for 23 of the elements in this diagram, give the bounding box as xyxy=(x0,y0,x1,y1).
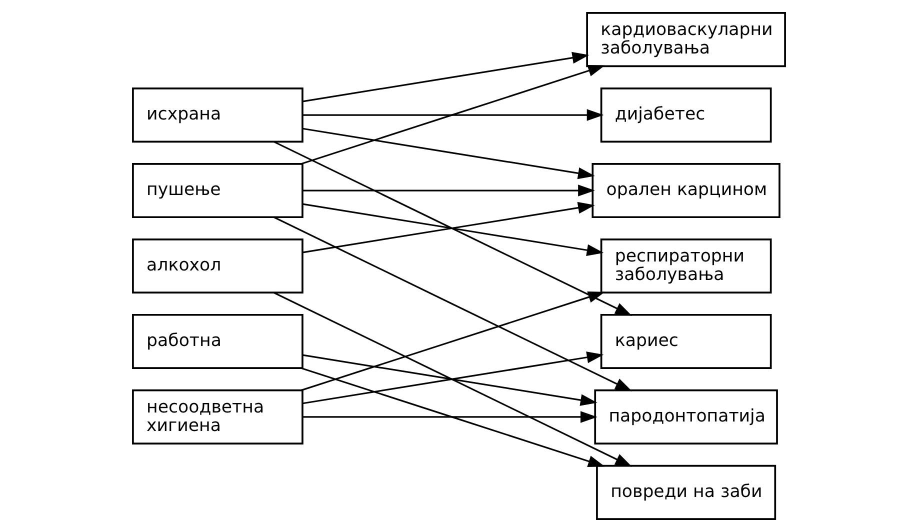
node-box: кардиоваскуларни заболувања xyxy=(586,12,786,68)
arrow xyxy=(300,367,605,467)
arrow xyxy=(300,65,605,165)
node-box: работна xyxy=(132,314,304,370)
node-box: повреди на заби xyxy=(596,464,776,520)
node-box: орален карцином xyxy=(592,162,780,218)
arrow xyxy=(302,109,604,121)
arrow xyxy=(273,292,632,467)
node-box: исхрана xyxy=(132,88,304,143)
arrow xyxy=(300,291,605,392)
node-box: кариес xyxy=(600,314,772,370)
node-box: алкохол xyxy=(132,238,304,294)
arrow xyxy=(302,128,595,180)
arrow xyxy=(302,184,595,196)
arrow xyxy=(273,216,632,392)
arrow xyxy=(273,140,632,316)
arrow xyxy=(302,52,590,102)
node-box: несоодветна хигиена xyxy=(132,389,304,444)
node-box: пушење xyxy=(132,162,304,218)
node-box: пародонтопатија xyxy=(594,389,778,444)
node-box: респираторни заболувања xyxy=(600,238,772,294)
node-box: дијабетес xyxy=(600,88,772,143)
arrow xyxy=(302,411,598,423)
